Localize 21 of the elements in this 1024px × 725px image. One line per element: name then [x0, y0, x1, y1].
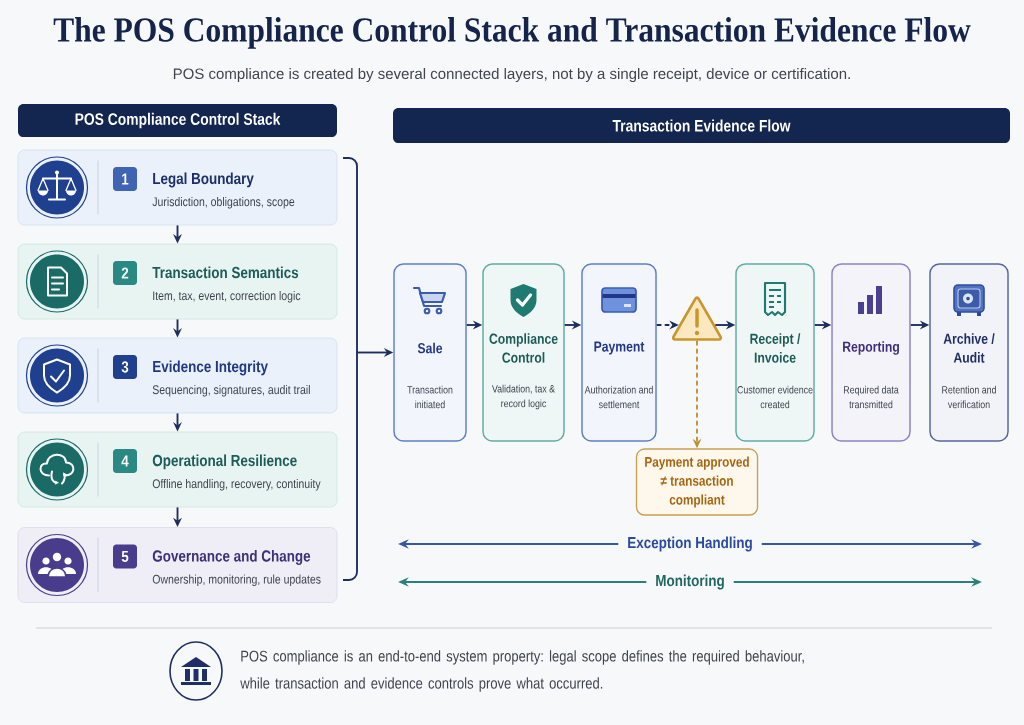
- step-box: Archive / Audit Retention and verification: [929, 263, 1009, 442]
- footnote-text: POS compliance is an end-to-end system property: legal scope defines the required behaviour, while transaction and evidence controls prove what occurred.: [240, 650, 804, 692]
- bracket: [342, 157, 358, 581]
- step-box: Payment Authorization and settlement: [581, 263, 657, 442]
- number-badge: 2: [113, 261, 137, 285]
- title: The POS Compliance Control Stack and Transaction Evidence Flow: [53, 17, 971, 49]
- callout-box: Payment approved ≠ transaction compliant: [635, 448, 759, 516]
- step-box: Sale Transaction initiated: [393, 263, 467, 442]
- warning-triangle: [671, 296, 723, 341]
- span-label: Exception Handling: [618, 535, 762, 553]
- number-badge: 3: [113, 355, 137, 379]
- section-header: POS Compliance Control Stack: [18, 104, 337, 137]
- span-label: Monitoring: [646, 573, 734, 591]
- subtitle: POS compliance is created by several connected layers, not by a single receipt, device or certification.: [173, 68, 850, 82]
- step-box: Compliance Control Validation, tax & record logic: [482, 263, 565, 442]
- step-box: Reporting Required data transmitted: [831, 263, 911, 442]
- section-header: Transaction Evidence Flow: [393, 108, 1010, 143]
- number-badge: 4: [113, 449, 137, 473]
- number-badge: 5: [113, 544, 137, 569]
- number-badge: 1: [113, 167, 137, 191]
- step-box: Receipt / Invoice Customer evidence created: [735, 263, 815, 442]
